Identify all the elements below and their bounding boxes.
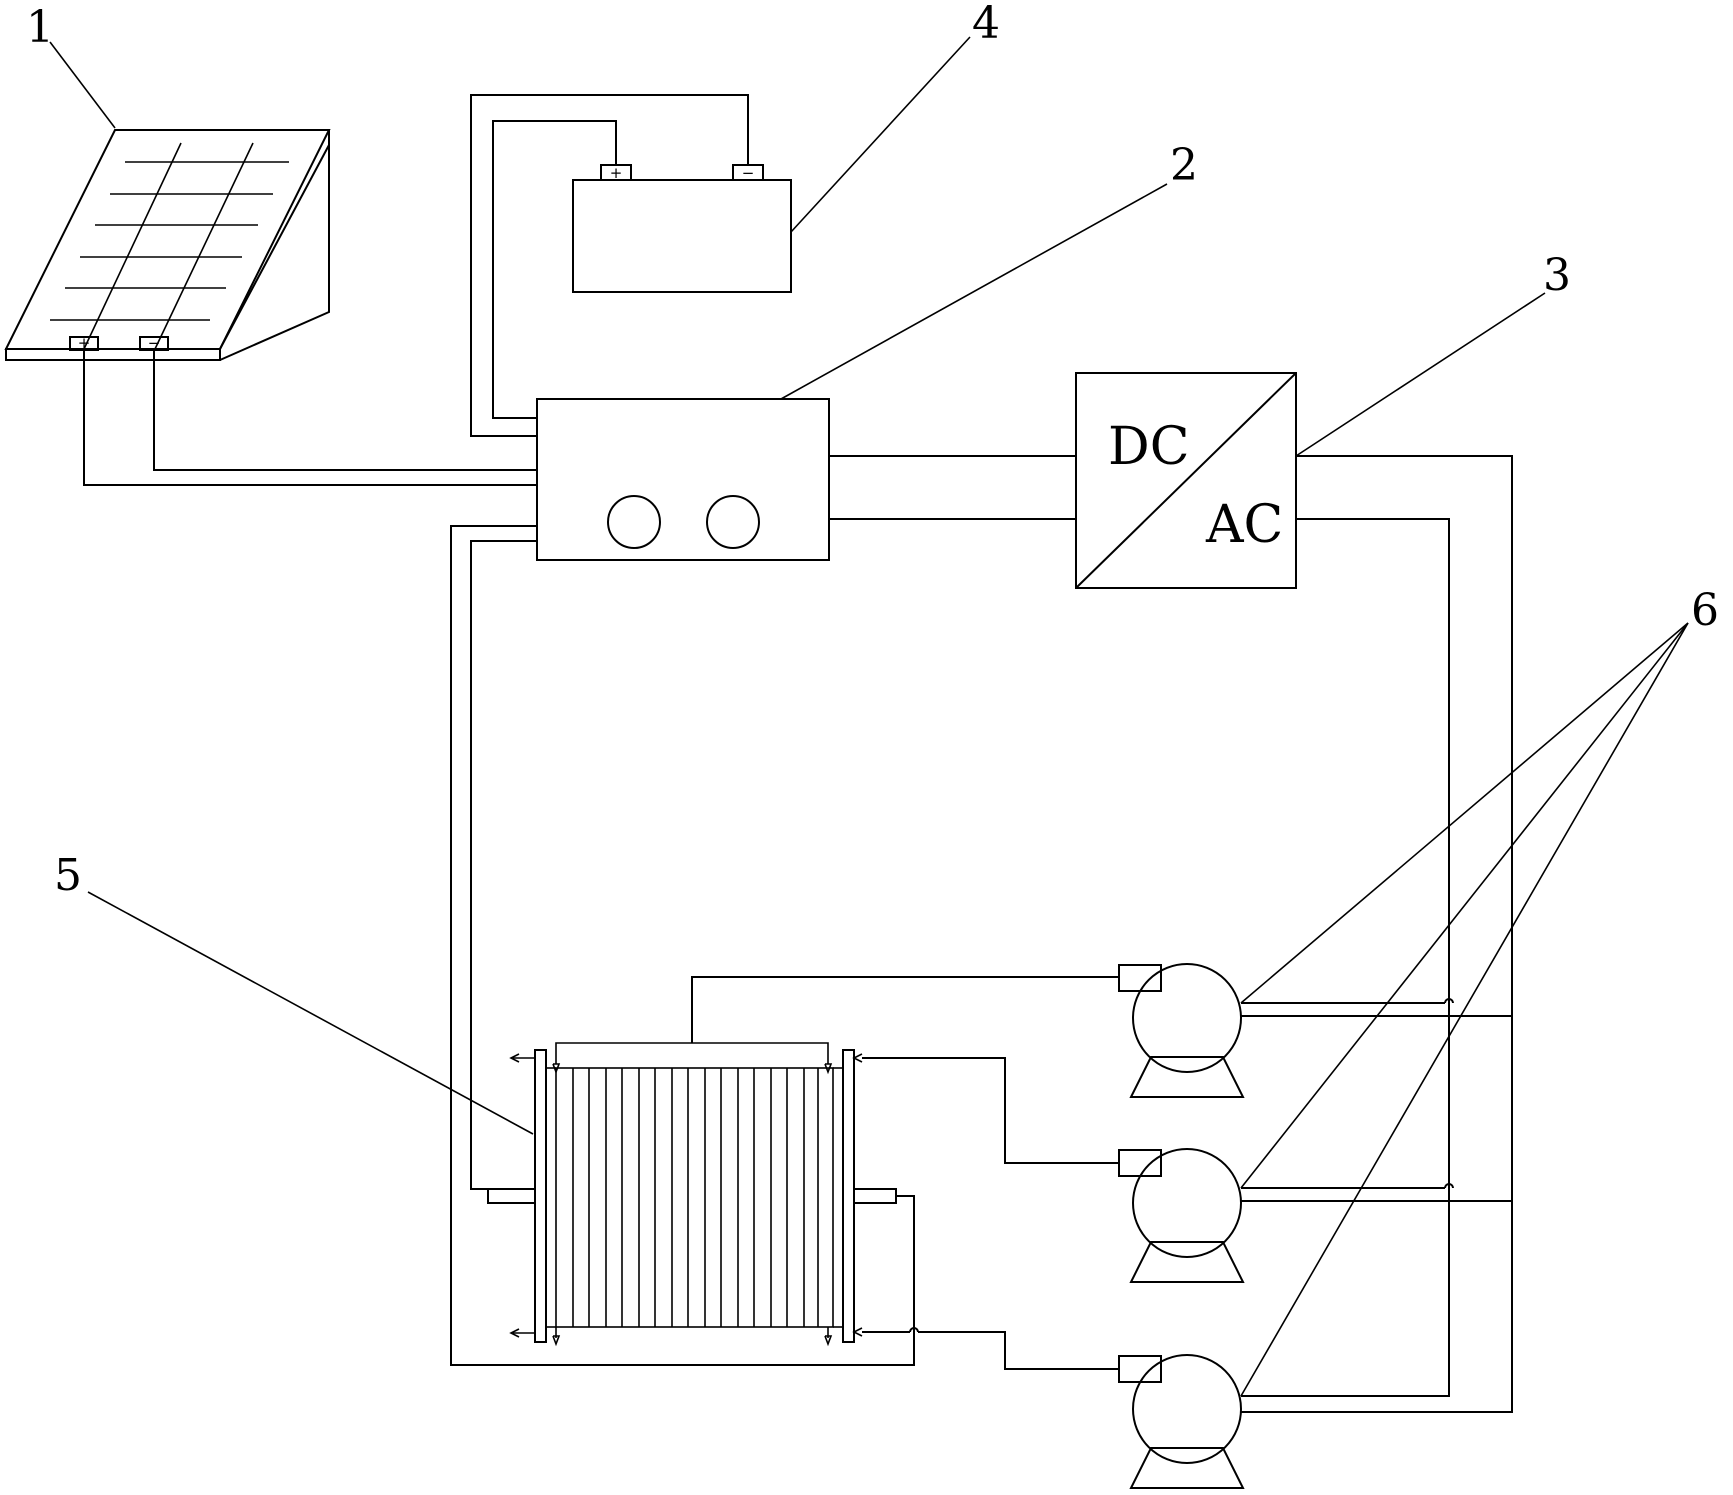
pump-bottom: [1118, 1354, 1245, 1489]
label-2: 2: [1170, 140, 1198, 191]
battery: + −: [572, 164, 792, 293]
solar-panel: + −: [4, 129, 331, 361]
battery-positive-symbol: +: [610, 164, 623, 182]
reference-labels: 1 4 2 3 5 6: [26, 0, 1719, 1397]
controller-dial-right: [706, 495, 760, 549]
solar-negative-terminal: −: [139, 334, 169, 352]
controller-dial-left: [607, 495, 661, 549]
battery-negative-symbol: −: [742, 164, 755, 182]
stack-right-electrode: [853, 1188, 897, 1204]
label-6: 6: [1691, 585, 1719, 636]
inverter: DC AC: [1075, 372, 1297, 589]
inverter-dc-label: DC: [1108, 417, 1189, 477]
controller: [536, 398, 830, 561]
label-1: 1: [26, 2, 54, 53]
label-5: 5: [54, 850, 82, 901]
solar-negative-symbol: −: [148, 334, 161, 352]
solar-positive-symbol: +: [78, 334, 91, 352]
pump-top: [1118, 963, 1245, 1098]
battery-negative-terminal: −: [732, 164, 764, 182]
electrodialysis-stack: [487, 1042, 897, 1347]
stack-left-electrode: [487, 1188, 536, 1204]
wiring: [83, 94, 1513, 1413]
label-4: 4: [972, 0, 1000, 49]
piping: [691, 976, 1119, 1370]
inverter-ac-label: AC: [1205, 495, 1283, 555]
label-3: 3: [1543, 250, 1571, 301]
solar-positive-terminal: +: [69, 334, 99, 352]
pump-middle: [1118, 1148, 1245, 1283]
battery-positive-terminal: +: [600, 164, 632, 182]
